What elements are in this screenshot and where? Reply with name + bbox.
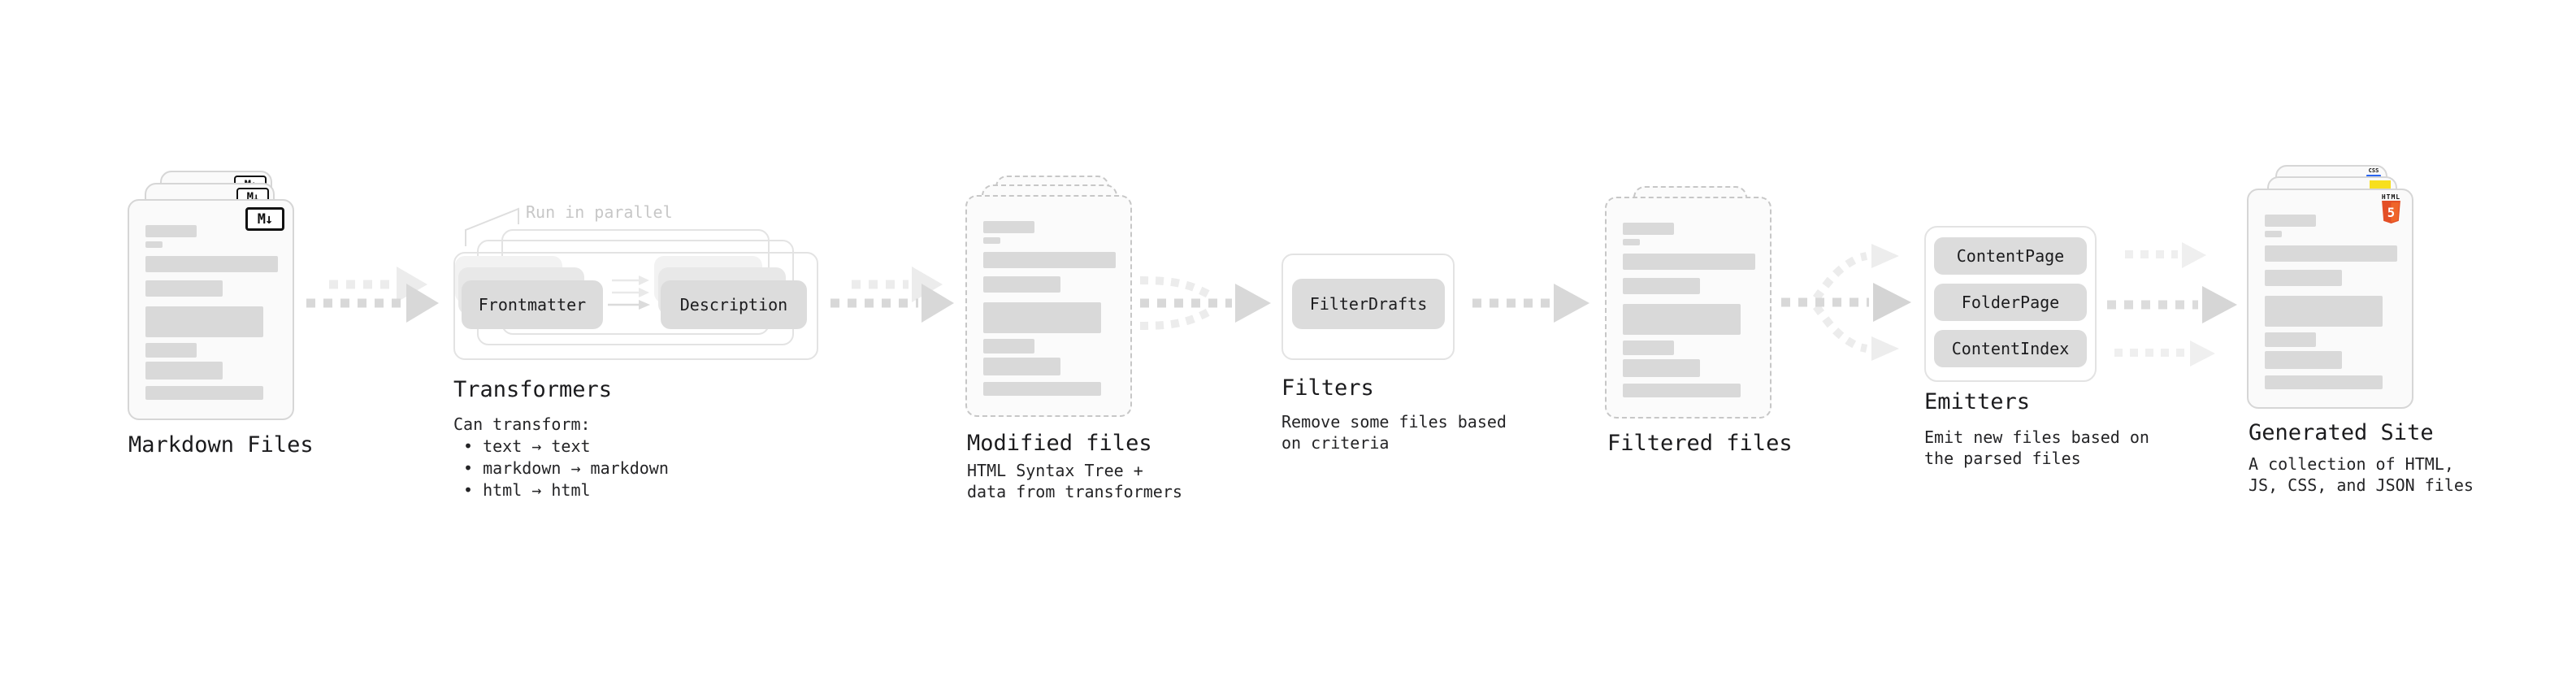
frontmatter-pill: Frontmatter [462, 280, 603, 329]
modified-files-label: Modified files [967, 431, 1152, 456]
folder-page-pill: FolderPage [1934, 284, 2087, 321]
generated-site-caption: A collection of HTML, JS, CSS, and JSON … [2249, 454, 2474, 495]
skeleton-bar [983, 382, 1101, 396]
emitters-caption: Emit new files based on the parsed files [1924, 427, 2149, 468]
skeleton-bar [145, 225, 197, 237]
skeleton-bar [983, 252, 1116, 268]
skeleton-bar [1623, 304, 1741, 335]
skeleton-bar [145, 362, 223, 380]
transformers-caption: Can transform: • text → text • markdown … [453, 414, 669, 501]
skeleton-bar [983, 339, 1034, 354]
filters-label: Filters [1281, 375, 1374, 401]
file-content-skeleton [967, 197, 1130, 415]
can-transform-title: Can transform: [453, 414, 591, 434]
arrow-transformers-to-modified [830, 267, 954, 323]
filters-caption: Remove some files based on criteria [1281, 412, 1507, 453]
skeleton-bar [983, 302, 1101, 333]
skeleton-bar [145, 306, 263, 337]
skeleton-bar [145, 280, 223, 297]
skeleton-bar [2265, 215, 2316, 227]
transformer-frame-front [453, 252, 818, 360]
skeleton-bar [1623, 384, 1741, 397]
content-index-pill: ContentIndex [1934, 330, 2087, 367]
skeleton-bar [983, 358, 1060, 375]
skeleton-bar [983, 237, 1000, 244]
generated-file-card-front: HTML 5 [2247, 189, 2413, 409]
arrow-filters-to-filtered [1472, 284, 1589, 323]
transformers-label: Transformers [453, 377, 613, 402]
transform-bullet: • markdown → markdown [463, 458, 669, 478]
skeleton-bar [145, 256, 278, 272]
run-in-parallel-note: Run in parallel [526, 202, 673, 222]
filtered-files-label: Filtered files [1607, 431, 1793, 456]
skeleton-bar [1623, 223, 1674, 235]
description-pill: Description [661, 280, 807, 329]
html5-icon: HTML 5 [2381, 194, 2401, 227]
transform-bullet: • html → html [463, 480, 591, 500]
emitters-label: Emitters [1924, 389, 2031, 414]
skeleton-bar [983, 276, 1060, 293]
file-content-skeleton [2249, 190, 2412, 407]
skeleton-bar [2265, 231, 2282, 237]
arrow-markdown-to-transformers [306, 267, 439, 323]
markdown-files-label: Markdown Files [128, 432, 314, 458]
filters-frame [1281, 254, 1455, 360]
js-icon [2370, 180, 2391, 191]
filtered-file-card-front [1605, 197, 1772, 419]
skeleton-bar [2265, 375, 2383, 389]
markdown-icon: M↓ [245, 207, 284, 231]
skeleton-bar [1623, 239, 1640, 245]
skeleton-bar [1623, 359, 1700, 377]
emitters-frame [1924, 226, 2097, 382]
generated-site-label: Generated Site [2249, 420, 2434, 445]
svg-text:5: 5 [2387, 206, 2395, 220]
modified-files-caption: HTML Syntax Tree + data from transformer… [967, 461, 1182, 501]
arrow-filtered-to-emitters [1781, 244, 1911, 361]
arrow-emitters-to-generated [2107, 242, 2237, 367]
modified-file-card-front [965, 195, 1132, 417]
skeleton-bar [983, 221, 1034, 233]
skeleton-bar [145, 386, 263, 400]
skeleton-bar [2265, 270, 2342, 286]
skeleton-bar [145, 343, 197, 358]
file-content-skeleton [129, 201, 293, 419]
skeleton-bar [2265, 351, 2342, 369]
skeleton-bar [2265, 332, 2316, 347]
filter-drafts-pill: FilterDrafts [1292, 279, 1445, 329]
skeleton-bar [2265, 245, 2397, 262]
file-content-skeleton [1607, 198, 1770, 417]
skeleton-bar [145, 241, 163, 248]
content-page-pill: ContentPage [1934, 237, 2087, 275]
transform-bullet: • text → text [463, 436, 591, 456]
markdown-file-card-front: M↓ [128, 199, 294, 420]
skeleton-bar [1623, 254, 1755, 270]
skeleton-bar [2265, 296, 2383, 327]
skeleton-bar [1623, 340, 1674, 355]
arrow-modified-to-filters [1139, 276, 1271, 330]
skeleton-bar [1623, 278, 1700, 294]
